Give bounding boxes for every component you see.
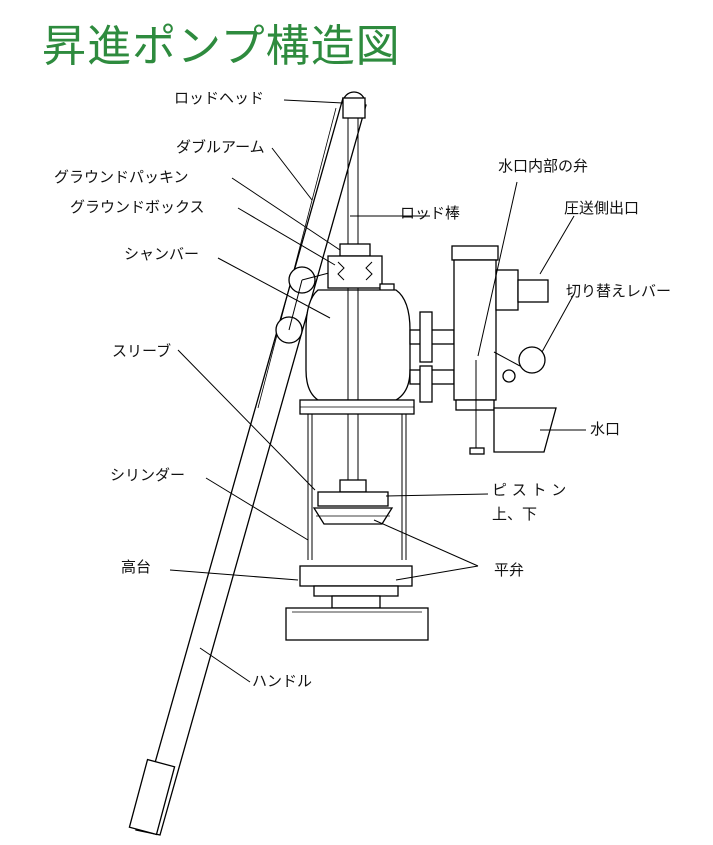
- label-rod-bar: ロッド棒: [400, 204, 461, 222]
- switch-lever: [493, 346, 546, 383]
- label-spout-valve: 水口内部の弁: [498, 157, 589, 175]
- label-ground-box: グラウンドボックス: [70, 198, 205, 216]
- label-ground-packing: グラウンドパッキン: [54, 168, 189, 186]
- label-spout: 水口: [590, 420, 621, 438]
- page-title: 昇進ポンプ構造図: [42, 21, 401, 72]
- base: [285, 565, 429, 641]
- label-sleeve: スリーブ: [112, 342, 172, 360]
- pressure-outlet: [495, 269, 549, 311]
- label-piston-line2: 上、下: [492, 505, 538, 523]
- label-cylinder: シリンダー: [110, 466, 186, 484]
- label-piston-line1: ピ ス ト ン: [492, 481, 567, 499]
- chamber: [299, 289, 415, 415]
- label-handle: ハンドル: [252, 672, 313, 690]
- piston: [312, 479, 394, 525]
- outlet-pipe: [409, 245, 499, 455]
- label-rod-head: ロッドヘッド: [174, 89, 265, 107]
- label-pressure-outlet: 圧送側出口: [564, 199, 640, 217]
- label-double-arm: ダブルアーム: [176, 138, 265, 156]
- rod-head: [342, 91, 366, 119]
- leader-lines: [169, 99, 586, 683]
- spout: [493, 407, 557, 453]
- label-switch-lever: 切り替えレバー: [566, 282, 672, 300]
- label-flat-valve: 平弁: [494, 561, 525, 579]
- label-chamber: シャンバー: [124, 245, 200, 263]
- ground-box: [327, 243, 395, 297]
- label-base: 高台: [121, 558, 152, 576]
